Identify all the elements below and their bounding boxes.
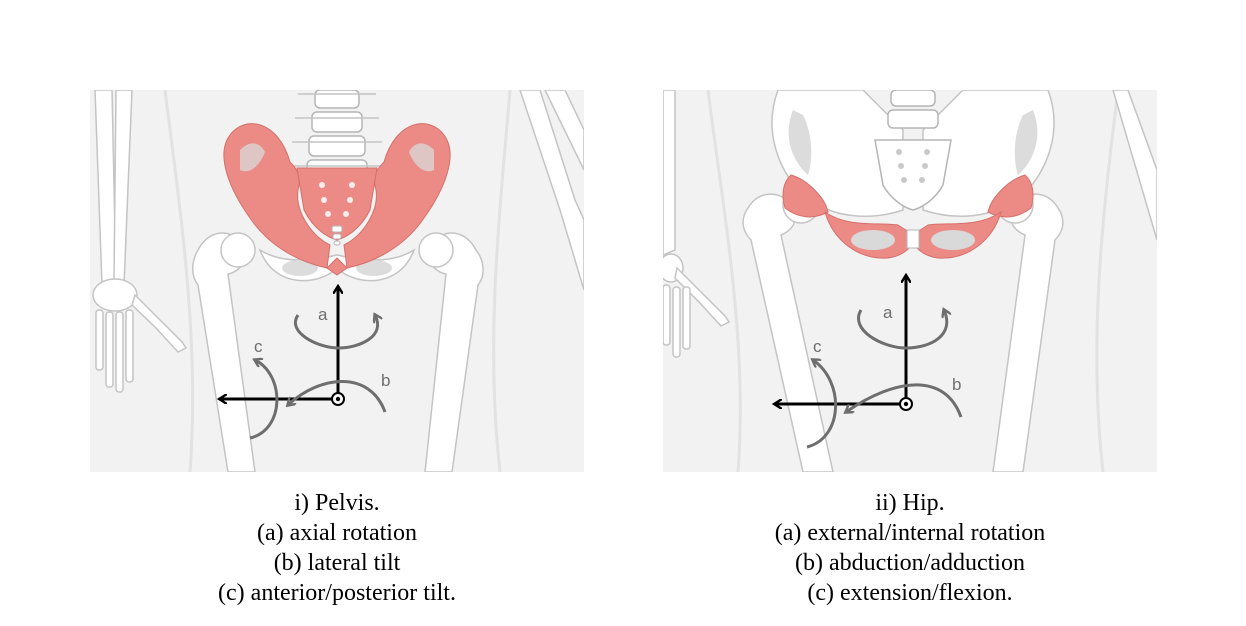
lumbar-spine bbox=[290, 90, 384, 180]
pubic-symphysis bbox=[907, 230, 919, 248]
left-forearm bbox=[95, 90, 132, 285]
pelvis-illustration: a b c bbox=[90, 90, 584, 472]
pelvis-skeleton-svg: a b c bbox=[90, 90, 584, 472]
axis-label-a: a bbox=[883, 303, 893, 322]
axis-label-c: c bbox=[254, 337, 263, 356]
coccyx bbox=[332, 226, 342, 245]
caption-title: i) Pelvis. bbox=[90, 488, 584, 518]
left-hand bbox=[93, 279, 186, 392]
pelvis-caption: i) Pelvis. (a) axial rotation (b) latera… bbox=[90, 488, 584, 608]
axis-label-b: b bbox=[952, 375, 961, 394]
right-forearm bbox=[520, 90, 584, 290]
caption-line-c: (c) anterior/posterior tilt. bbox=[90, 578, 584, 608]
axis-label-b: b bbox=[381, 371, 390, 390]
caption-title: ii) Hip. bbox=[663, 488, 1157, 518]
right-forearm bbox=[1113, 90, 1157, 240]
caption-line-a: (a) axial rotation bbox=[90, 518, 584, 548]
left-forearm bbox=[663, 90, 729, 357]
hip-caption: ii) Hip. (a) external/internal rotation … bbox=[663, 488, 1157, 608]
rotation-arrow-a bbox=[859, 310, 947, 348]
rotation-arrow-a bbox=[295, 315, 377, 348]
caption-line-a: (a) external/internal rotation bbox=[663, 518, 1157, 548]
axis-label-a: a bbox=[318, 305, 328, 324]
axis-label-c: c bbox=[813, 337, 822, 356]
caption-line-b: (b) lateral tilt bbox=[90, 548, 584, 578]
hip-illustration: a b c bbox=[663, 90, 1157, 472]
caption-line-c: (c) extension/flexion. bbox=[663, 578, 1157, 608]
hip-skeleton-svg: a b c bbox=[663, 90, 1157, 472]
caption-line-b: (b) abduction/adduction bbox=[663, 548, 1157, 578]
